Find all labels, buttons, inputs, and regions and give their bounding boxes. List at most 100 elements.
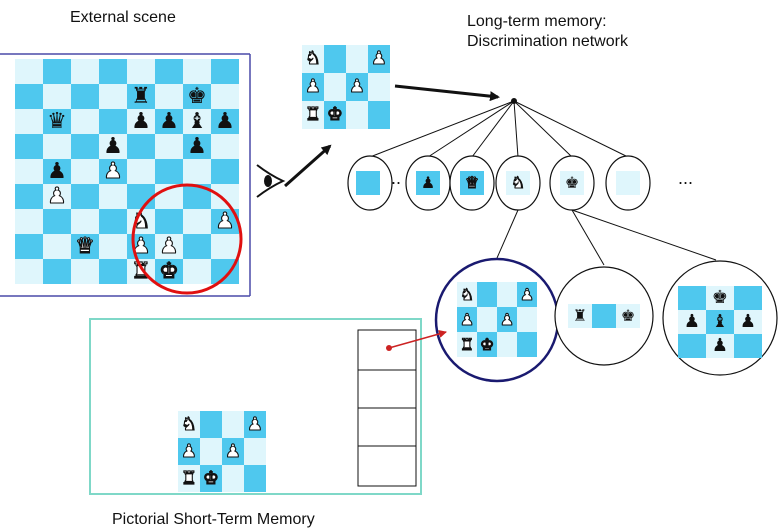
board-square [616, 171, 640, 195]
board-square [127, 159, 155, 184]
board-square: ♛ [43, 109, 71, 134]
black-king-icon: ♚ [187, 83, 207, 109]
black-pawn-icon: ♟ [683, 311, 701, 332]
board-square [127, 184, 155, 209]
board-square: ♝ [183, 109, 211, 134]
white-rook-icon: ♜ [131, 258, 152, 284]
board-square [155, 134, 183, 159]
board-square: ♜ [127, 84, 155, 109]
white-king-icon: ♚ [326, 104, 344, 125]
board-square [99, 209, 127, 234]
node-black-king: ♚ [560, 171, 584, 195]
board-square: ♟ [178, 438, 200, 465]
black-pawn-icon: ♟ [47, 158, 67, 184]
stm-slot-3 [357, 407, 417, 447]
board-square: ♟ [43, 159, 71, 184]
board-square: ♟ [222, 438, 244, 465]
board-square [155, 59, 183, 84]
board-square: ♟ [302, 73, 324, 101]
white-pawn-icon: ♟ [246, 413, 264, 435]
board-square [15, 234, 43, 259]
board-square [127, 59, 155, 84]
board-square: ♟ [155, 109, 183, 134]
board-square: ♟ [517, 282, 537, 307]
white-knight-icon: ♞ [180, 413, 198, 435]
board-square: ♞ [302, 45, 324, 73]
board-square [211, 184, 239, 209]
board-square [200, 438, 222, 465]
board-square: ♟ [346, 73, 368, 101]
board-square [43, 234, 71, 259]
board-square [71, 109, 99, 134]
chunk-to-ltm-arrow [394, 84, 500, 102]
board-square: ♟ [497, 307, 517, 332]
board-square [99, 234, 127, 259]
board-square: ♚ [155, 259, 183, 284]
board-square [678, 334, 706, 358]
board-square: ♚ [477, 332, 497, 357]
black-queen-icon: ♛ [47, 108, 67, 134]
board-square: ♝ [706, 310, 734, 334]
board-square: ♛ [71, 234, 99, 259]
board-square [43, 59, 71, 84]
white-king-icon: ♚ [159, 258, 180, 284]
black-pawn-icon: ♟ [103, 133, 123, 159]
ltm-title-line1: Long-term memory: [467, 13, 607, 30]
board-square [71, 209, 99, 234]
eye-icon [256, 164, 286, 198]
board-square: ♟ [734, 310, 762, 334]
board-square [222, 411, 244, 438]
board-square [71, 184, 99, 209]
node-white-queen: ♛ [460, 171, 484, 195]
board-square [183, 234, 211, 259]
board-square [15, 259, 43, 284]
white-knight-icon: ♞ [304, 48, 322, 69]
board-square [211, 159, 239, 184]
board-square: ♟ [155, 234, 183, 259]
board-square: ♟ [211, 109, 239, 134]
branch-3 [471, 100, 515, 158]
board-square: ♟ [183, 134, 211, 159]
board-square [127, 134, 155, 159]
external-scene-label: External scene [70, 9, 176, 26]
board-square [15, 184, 43, 209]
black-king-icon: ♚ [711, 287, 729, 308]
board-square [43, 209, 71, 234]
board-square [200, 411, 222, 438]
board-square: ♟ [457, 307, 477, 332]
chunk-rook-king: ♜♚ [568, 304, 640, 328]
board-square [71, 259, 99, 284]
board-square [211, 59, 239, 84]
board-square [517, 332, 537, 357]
white-queen-icon: ♛ [75, 233, 96, 259]
board-square [155, 159, 183, 184]
board-square [324, 45, 346, 73]
board-square: ♚ [183, 84, 211, 109]
board-square [15, 109, 43, 134]
board-square: ♜ [457, 332, 477, 357]
board-square: ♞ [506, 171, 530, 195]
board-square [183, 159, 211, 184]
black-pawn-icon: ♟ [131, 108, 151, 134]
black-pawn-icon: ♟ [739, 311, 757, 332]
link-king-chunk-a [571, 209, 605, 266]
stm-slot-2 [357, 369, 417, 409]
stm-frame [89, 318, 422, 495]
board-square [43, 134, 71, 159]
board-square [15, 59, 43, 84]
board-square [71, 134, 99, 159]
branch-1 [369, 100, 515, 158]
white-knight-icon: ♞ [510, 173, 526, 192]
attention-circle [131, 183, 243, 295]
white-queen-icon: ♛ [464, 173, 480, 192]
white-knight-icon: ♞ [459, 284, 475, 304]
white-pawn-icon: ♟ [180, 440, 198, 462]
black-rook-icon: ♜ [572, 306, 588, 325]
board-square: ♟ [678, 310, 706, 334]
board-square [211, 84, 239, 109]
branch-5 [513, 100, 573, 158]
external-chessboard: ♜♚♛♟♟♝♟♟♟♟♟♟♞♟♛♟♟♜♚ [15, 59, 239, 284]
link-king-chunk-b [571, 209, 717, 261]
white-pawn-icon: ♟ [103, 158, 124, 184]
board-square [211, 234, 239, 259]
